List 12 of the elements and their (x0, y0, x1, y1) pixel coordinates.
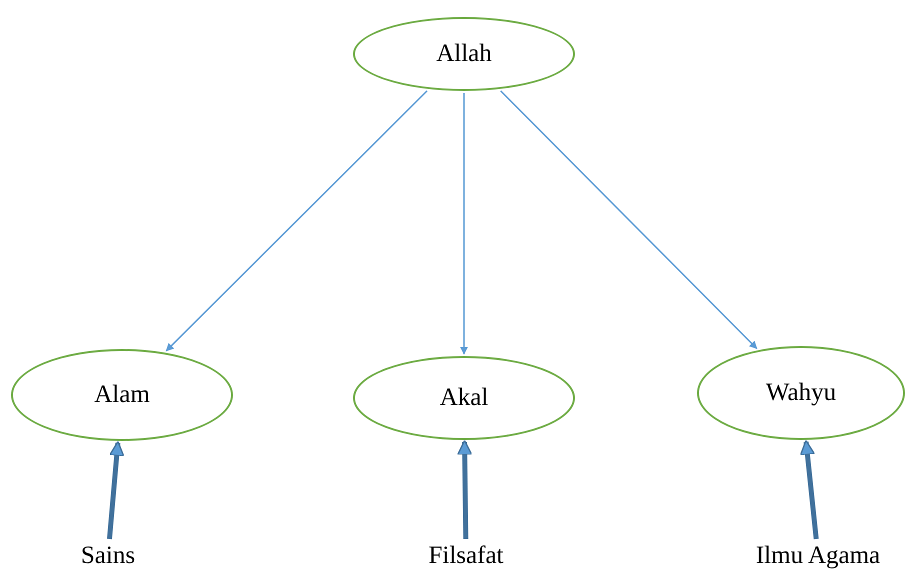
node-label: Wahyu (766, 379, 836, 407)
node-label: Sains (80, 542, 136, 570)
node-label: Filsafat (428, 542, 504, 570)
node-label: Alam (94, 381, 150, 409)
node-label: Allah (436, 40, 492, 68)
node-label: Ilmu Agama (756, 542, 880, 570)
block-arrow (800, 440, 819, 540)
block-arrow (457, 440, 472, 540)
node-label: Akal (440, 384, 488, 412)
arrow (460, 93, 468, 355)
block-arrow (106, 440, 124, 540)
arrow (166, 90, 428, 352)
